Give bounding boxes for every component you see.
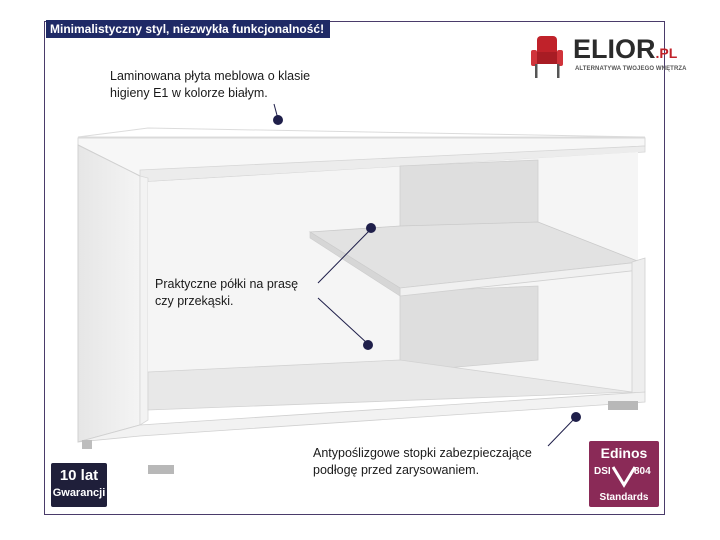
callout-dot-shelf: [366, 223, 376, 233]
feet: [82, 401, 638, 474]
edinos-number: 804: [634, 466, 651, 477]
callout-dot-lower-shelf: [363, 340, 373, 350]
callout-bottom-line1: Antypoślizgowe stopki zabezpieczające: [313, 446, 532, 460]
callout-bottom: Antypoślizgowe stopki zabezpieczające po…: [313, 445, 532, 479]
callout-top-line1: Laminowana płyta meblowa o klasie: [110, 69, 311, 83]
callout-middle-line1: Praktyczne półki na prasę: [155, 277, 299, 291]
brand-name: ELIOR: [573, 34, 656, 64]
edinos-title: Edinos: [600, 445, 648, 461]
right-side-panel: [631, 257, 646, 397]
warranty-badge: 10 lat Gwarancji: [51, 463, 107, 507]
callout-middle: Praktyczne półki na prasę czy przekąski.: [155, 276, 298, 310]
edinos-standards: Standards: [599, 492, 649, 503]
content-frame: [44, 21, 665, 515]
warranty-years: 10 lat: [59, 467, 99, 484]
callout-dot-feet: [571, 412, 581, 422]
brand-tagline: ALTERNATYWA TWOJEGO WNĘTRZA: [575, 66, 687, 72]
callout-top: Laminowana płyta meblowa o klasie higien…: [110, 68, 310, 102]
warranty-label: Gwarancji: [52, 487, 106, 499]
callout-leader-middle: [317, 223, 376, 350]
edinos-badge: Edinos DSI 804 Standards: [589, 441, 659, 507]
headline-banner: Minimalistyczny styl, niezwykła funkcjon…: [46, 20, 331, 38]
edinos-dsi: DSI: [594, 466, 611, 477]
callout-bottom-line2: podłogę przed zarysowaniem.: [313, 463, 480, 477]
brand-logo: ELIOR.PL ALTERNATYWA TWOJEGO WNĘTRZA: [529, 34, 686, 84]
edinos-check-icon: [611, 466, 637, 488]
left-side-panel: [77, 144, 149, 443]
middle-shelf: [308, 221, 641, 297]
callout-leader-bottom: [547, 412, 581, 447]
armchair-icon: [531, 36, 563, 78]
callout-dot-top: [273, 115, 283, 125]
bottom-shelf: [77, 359, 646, 443]
callout-top-line2: higieny E1 w kolorze białym.: [110, 86, 268, 100]
brand-suffix: .PL: [655, 45, 678, 61]
callout-middle-line2: czy przekąski.: [155, 294, 234, 308]
callout-leader-top: [273, 103, 283, 125]
brand-wordmark: ELIOR.PL: [573, 34, 677, 65]
